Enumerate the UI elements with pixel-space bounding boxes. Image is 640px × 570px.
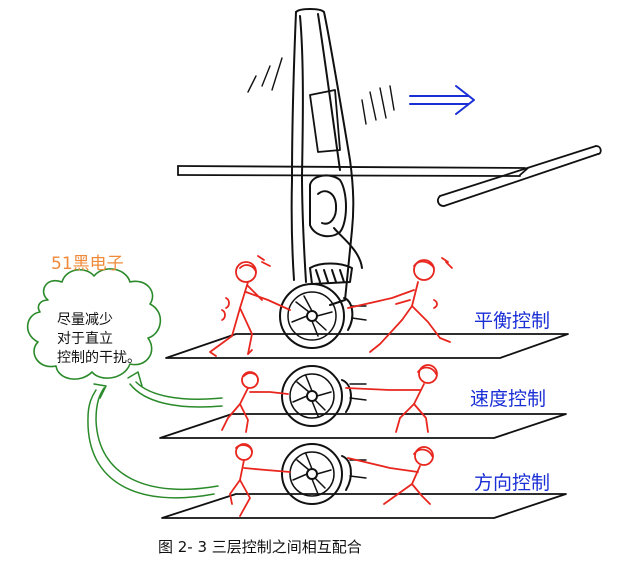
cloud-arrows <box>87 371 223 499</box>
cloud-line: 尽量减少 <box>57 312 113 328</box>
figure-right-speed <box>345 364 438 433</box>
wheel-direction <box>281 443 367 505</box>
layer-label-direction: 方向控制 <box>474 472 551 494</box>
motion-arrow-icon <box>409 85 475 115</box>
cloud-bubble <box>26 268 162 380</box>
cloud-line: 控制的干扰。 <box>57 350 141 366</box>
layer-plane-direction <box>161 493 567 519</box>
figure-left-balance <box>209 255 291 357</box>
motion-lines <box>247 57 395 125</box>
brand-label: 51黑电子 <box>51 254 124 274</box>
layer-label-balance: 平衡控制 <box>474 310 551 332</box>
cloud-line: 对于直立 <box>57 331 113 347</box>
figure-right-balance <box>347 257 453 353</box>
wheel-balance <box>279 283 367 349</box>
figure-left-direction <box>229 443 291 517</box>
handle-bar <box>177 165 526 177</box>
figure-left-speed <box>221 371 289 433</box>
layer-plane-balance <box>165 333 569 359</box>
figure-right-direction <box>347 446 434 505</box>
robot-body <box>290 8 363 306</box>
wheel-speed <box>281 365 367 427</box>
diagonal-pole <box>437 145 602 207</box>
layer-label-speed: 速度控制 <box>470 388 547 410</box>
cloud-text: 尽量减少 对于直立 控制的干扰。 <box>57 311 157 368</box>
layer-plane-speed <box>159 413 567 439</box>
figure-caption: 图 2- 3 三层控制之间相互配合 <box>158 538 362 556</box>
